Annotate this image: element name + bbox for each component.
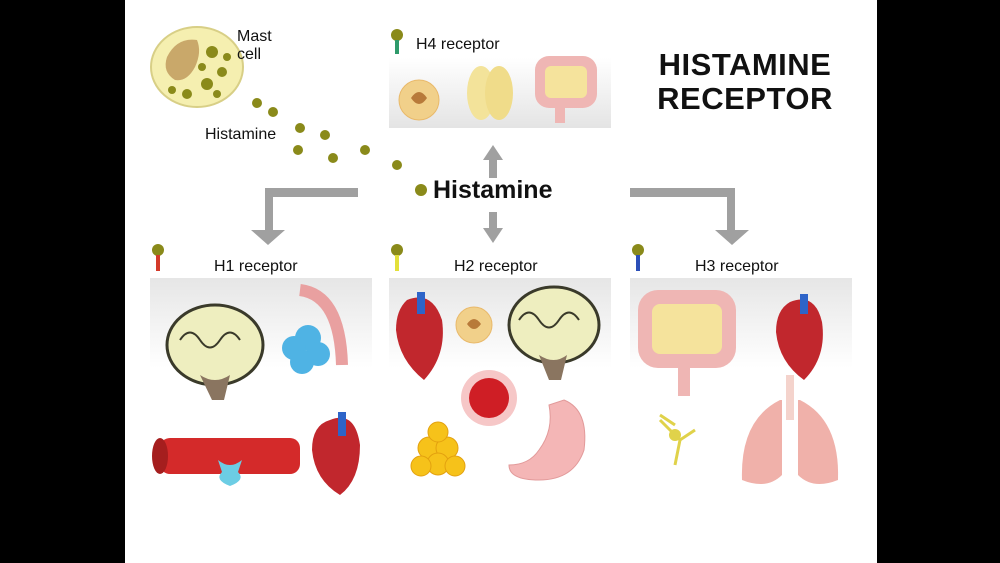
- histamine-small-label: Histamine: [205, 126, 277, 143]
- histamine-particles: [252, 98, 427, 196]
- diagram-title: HISTAMINE RECEPTOR: [645, 48, 845, 116]
- title-line-2: RECEPTOR: [657, 81, 833, 116]
- h2-organs: [396, 285, 601, 481]
- histamine-center-label: Histamine: [433, 176, 553, 204]
- h2-receptor-icon: [391, 244, 403, 271]
- mast-cell-illustration: [150, 26, 244, 108]
- h4-organs: [398, 56, 597, 123]
- title-line-1: HISTAMINE: [658, 47, 832, 82]
- h2-receptor-label: H2 receptor: [454, 258, 538, 275]
- h4-receptor-icon: [391, 29, 403, 54]
- h3-receptor-label: H3 receptor: [695, 258, 779, 275]
- h1-receptor-label: H1 receptor: [214, 258, 298, 275]
- mast-cell-label: Mast cell: [237, 28, 272, 63]
- h1-receptor-icon: [152, 244, 164, 271]
- right-letterbox: [877, 0, 1000, 563]
- diagram-canvas: HISTAMINE RECEPTOR Mast cell Histamine H…: [125, 0, 877, 563]
- h3-organs: [638, 290, 839, 484]
- flow-arrows: [251, 145, 749, 245]
- h4-receptor-label: H4 receptor: [416, 36, 500, 53]
- h1-organs: [152, 284, 360, 495]
- h3-receptor-icon: [632, 244, 644, 271]
